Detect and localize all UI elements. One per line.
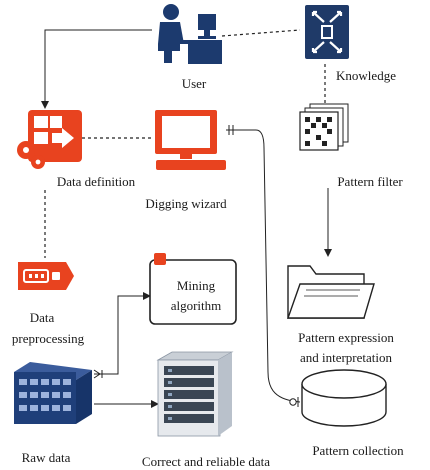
raw-data-node: Raw data bbox=[14, 362, 92, 465]
digging-wizard-label: Digging wizard bbox=[145, 196, 227, 211]
data-preprocessing-node: Data preprocessing bbox=[12, 262, 85, 346]
pattern-collection-node: Pattern collection bbox=[301, 369, 404, 458]
pattern-filter-label: Pattern filter bbox=[337, 174, 403, 189]
mining-algorithm-box bbox=[149, 259, 237, 325]
connector-wizard-collection bbox=[226, 129, 301, 403]
user-node: User bbox=[158, 4, 222, 91]
pattern-expression-label-2: and interpretation bbox=[300, 350, 393, 365]
data-card-icon bbox=[18, 262, 74, 290]
server-rack-icon bbox=[14, 362, 92, 424]
user-label: User bbox=[182, 76, 207, 91]
user-icon bbox=[158, 4, 222, 64]
knowledge-node: Knowledge bbox=[305, 5, 396, 83]
pattern-grid-icon bbox=[299, 103, 349, 151]
server-tower-icon bbox=[156, 351, 234, 437]
correct-data-node: Correct and reliable data bbox=[142, 351, 270, 469]
connector-user-to-data-definition bbox=[41, 29, 152, 109]
mining-algorithm-node: Mining algorithm bbox=[149, 253, 237, 325]
data-preprocessing-label-2: preprocessing bbox=[12, 331, 85, 346]
digging-wizard-node: Digging wizard bbox=[145, 110, 227, 211]
collection-endpoint bbox=[289, 398, 297, 406]
knowledge-label: Knowledge bbox=[336, 68, 396, 83]
computer-icon bbox=[155, 110, 226, 170]
knowledge-icon bbox=[305, 5, 349, 59]
mining-algorithm-marker bbox=[154, 253, 166, 265]
data-definition-label: Data definition bbox=[57, 174, 136, 189]
connector-rawdata-mining bbox=[94, 292, 151, 375]
mining-algorithm-label-1: Mining bbox=[177, 278, 216, 293]
database-icon bbox=[301, 369, 387, 427]
pattern-expression-label-1: Pattern expression bbox=[298, 330, 394, 345]
data-definition-icon bbox=[17, 110, 82, 169]
pattern-collection-label: Pattern collection bbox=[312, 443, 404, 458]
crowfoot-wizard bbox=[228, 125, 234, 135]
mining-algorithm-label-2: algorithm bbox=[171, 298, 222, 313]
crowfoot-rawdata bbox=[93, 369, 103, 379]
raw-data-label: Raw data bbox=[22, 450, 71, 465]
folder-icon bbox=[287, 265, 375, 319]
pattern-expression-node: Pattern expression and interpretation bbox=[287, 265, 394, 365]
connector-user-knowledge bbox=[221, 29, 301, 37]
connectors bbox=[41, 29, 332, 408]
data-definition-node: Data definition bbox=[17, 110, 136, 189]
pattern-filter-node: Pattern filter bbox=[299, 103, 403, 189]
data-preprocessing-label-1: Data bbox=[30, 310, 55, 325]
correct-data-label: Correct and reliable data bbox=[142, 454, 270, 469]
